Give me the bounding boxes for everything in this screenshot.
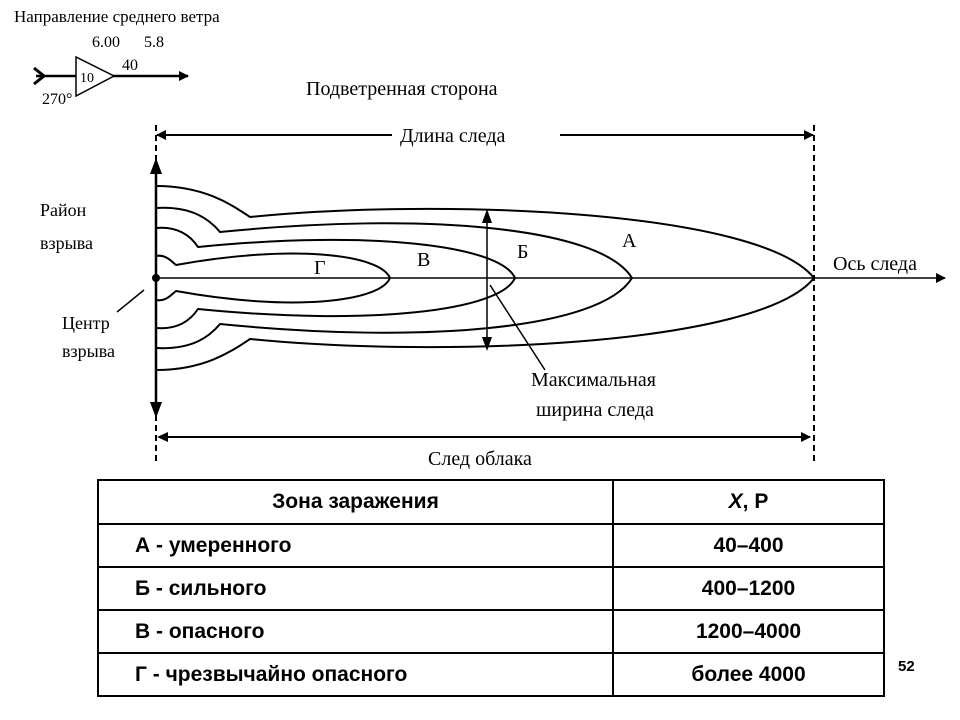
zone-dose: более 4000 xyxy=(612,652,885,697)
zone-name: А - умеренного xyxy=(97,523,614,568)
max-width-bottom-arrow-icon xyxy=(482,337,492,351)
trace-axis-label: Ось следа xyxy=(833,253,917,275)
max-width-label: Максимальная ширина следа xyxy=(531,369,661,421)
vertical-axis-bottom-arrow-icon xyxy=(150,402,162,418)
zone-b-contour xyxy=(155,206,634,350)
table-header-row: Зона заражения X, Р xyxy=(97,479,885,525)
zone-name: Б - сильного xyxy=(97,566,614,611)
leeward-side-label: Подветренная сторона xyxy=(306,78,498,100)
zone-dose: 400–1200 xyxy=(612,566,885,611)
wind-direction-symbol: Направление среднего ветра 6.00 5.8 40 1… xyxy=(14,7,220,108)
explosion-center-dot xyxy=(152,274,160,282)
contamination-trace-diagram: Направление среднего ветра 6.00 5.8 40 1… xyxy=(14,7,946,470)
max-width-top-arrow-icon xyxy=(482,209,492,223)
zone-name: Г - чрезвычайно опасного xyxy=(97,652,614,697)
vertical-axis-top-arrow-icon xyxy=(150,158,162,174)
zone-dose: 40–400 xyxy=(612,523,885,568)
zone-v-contour xyxy=(155,226,517,330)
wind-arrow-tail-icon xyxy=(33,66,47,86)
zone-letter-v: В xyxy=(417,249,430,271)
table-row: Б - сильного 400–1200 xyxy=(97,566,885,611)
zone-g-contour xyxy=(155,252,392,304)
header-zone: Зона заражения xyxy=(97,479,614,525)
explosion-center-label: Центр взрыва xyxy=(62,313,115,361)
zone-letter-a: А xyxy=(622,230,637,252)
wind-distance-label: 40 xyxy=(122,57,138,74)
max-width-leader-line xyxy=(489,284,546,371)
header-dose: X, Р xyxy=(612,479,885,525)
table-row: А - умеренного 40–400 xyxy=(97,523,885,568)
explosion-center-pointer xyxy=(116,289,145,313)
contamination-zones-table: Зона заражения X, Р А - умеренного 40–40… xyxy=(97,479,885,697)
trace-length-label: Длина следа xyxy=(400,125,506,147)
wind-azimuth-label: 270° xyxy=(42,91,72,108)
wind-speed-label: 5.8 xyxy=(144,34,164,51)
zone-contours xyxy=(155,185,816,371)
wind-number-label: 10 xyxy=(80,71,94,86)
wind-direction-title: Направление среднего ветра xyxy=(14,7,220,26)
zone-a-contour xyxy=(155,185,816,371)
explosion-area-label: Район взрыва xyxy=(40,200,93,253)
wind-triangle-icon xyxy=(75,55,116,98)
zone-dose: 1200–4000 xyxy=(612,609,885,654)
page-number: 52 xyxy=(898,658,915,675)
zone-letter-g: Г xyxy=(314,257,326,279)
table-row: В - опасного 1200–4000 xyxy=(97,609,885,654)
cloud-trace-left-arrowhead-icon xyxy=(157,432,168,442)
cloud-trace-label: След облака xyxy=(428,448,532,470)
wind-time-label: 6.00 xyxy=(92,34,120,51)
zone-letter-b: Б xyxy=(517,241,528,263)
zone-name: В - опасного xyxy=(97,609,614,654)
table-row: Г - чрезвычайно опасного более 4000 xyxy=(97,652,885,697)
